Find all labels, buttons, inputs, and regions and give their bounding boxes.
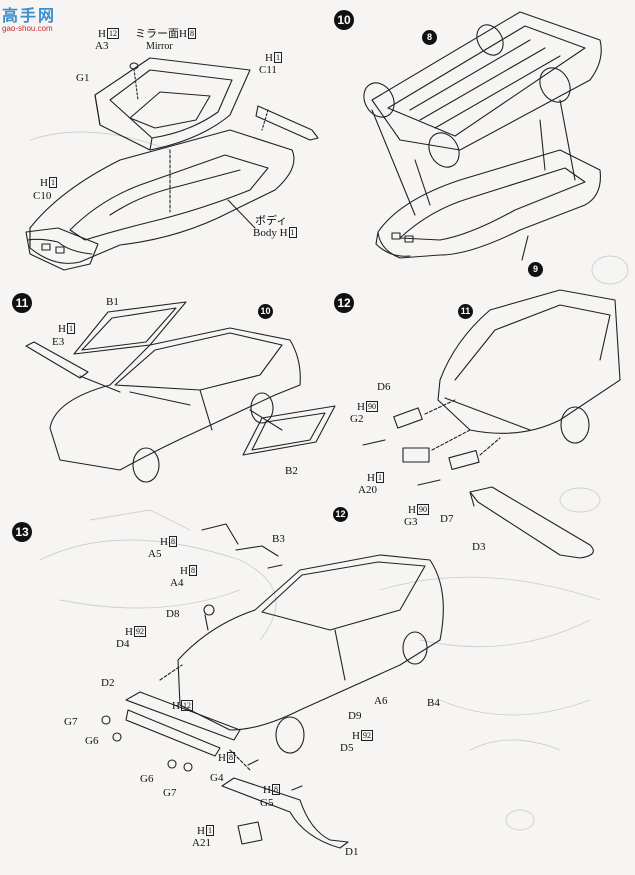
- step-12-rear-drawing: [362, 289, 621, 559]
- label-e3: E3: [52, 336, 65, 348]
- label-d1: D1: [345, 846, 359, 858]
- watermark-url: gao-shou.com: [2, 24, 53, 33]
- label-d6: D6: [377, 381, 391, 393]
- label-g7-left: G7: [64, 716, 78, 728]
- label-c11: C11: [259, 64, 277, 76]
- step-body-shell-drawing: [25, 57, 319, 271]
- part-ref-10: 10: [258, 304, 273, 319]
- label-body-jp: ボディ: [255, 215, 288, 227]
- step-badge-11: 11: [12, 293, 32, 313]
- watermark-title: 高手网: [2, 8, 57, 25]
- label-b4: B4: [427, 697, 440, 709]
- label-b2: B2: [285, 465, 298, 477]
- label-a21: A21: [192, 837, 211, 849]
- label-g6-left: G6: [85, 735, 99, 747]
- label-b3: B3: [272, 533, 285, 545]
- step-badge-10: 10: [334, 10, 354, 30]
- label-a20: A20: [358, 484, 377, 496]
- label-g6-right: G6: [140, 773, 154, 785]
- label-a5: A5: [148, 548, 162, 560]
- label-g4: G4: [210, 772, 224, 784]
- part-ref-12: 12: [333, 507, 348, 522]
- label-d4: D4: [116, 638, 130, 650]
- step-badge-12: 12: [334, 293, 354, 313]
- label-d2: D2: [101, 677, 115, 689]
- label-b1: B1: [106, 296, 119, 308]
- label-c10: C10: [33, 190, 52, 202]
- label-mirror-en: Mirror: [146, 41, 173, 52]
- label-d9: D9: [348, 710, 362, 722]
- label-g5: G5: [260, 797, 274, 809]
- label-d5: D5: [340, 742, 354, 754]
- step-11-car-drawing: [25, 301, 336, 483]
- label-g3: G3: [404, 516, 418, 528]
- ghost-background: [29, 131, 629, 831]
- label-g1: G1: [76, 72, 90, 84]
- step-10-chassis-drawing: [363, 11, 602, 261]
- label-a4: A4: [170, 577, 184, 589]
- step-13-front-drawing: [101, 523, 444, 849]
- label-d7: D7: [440, 513, 454, 525]
- watermark-logo: 高手网 gao-shou.com: [2, 2, 56, 33]
- label-g7-right: G7: [163, 787, 177, 799]
- part-ref-9: 9: [528, 262, 543, 277]
- label-d8: D8: [166, 608, 180, 620]
- step-badge-13: 13: [12, 522, 32, 542]
- label-g2: G2: [350, 413, 364, 425]
- label-a6: A6: [374, 695, 388, 707]
- label-d3: D3: [472, 541, 486, 553]
- label-a3: A3: [95, 40, 109, 52]
- part-ref-11: 11: [458, 304, 473, 319]
- part-ref-8: 8: [422, 30, 437, 45]
